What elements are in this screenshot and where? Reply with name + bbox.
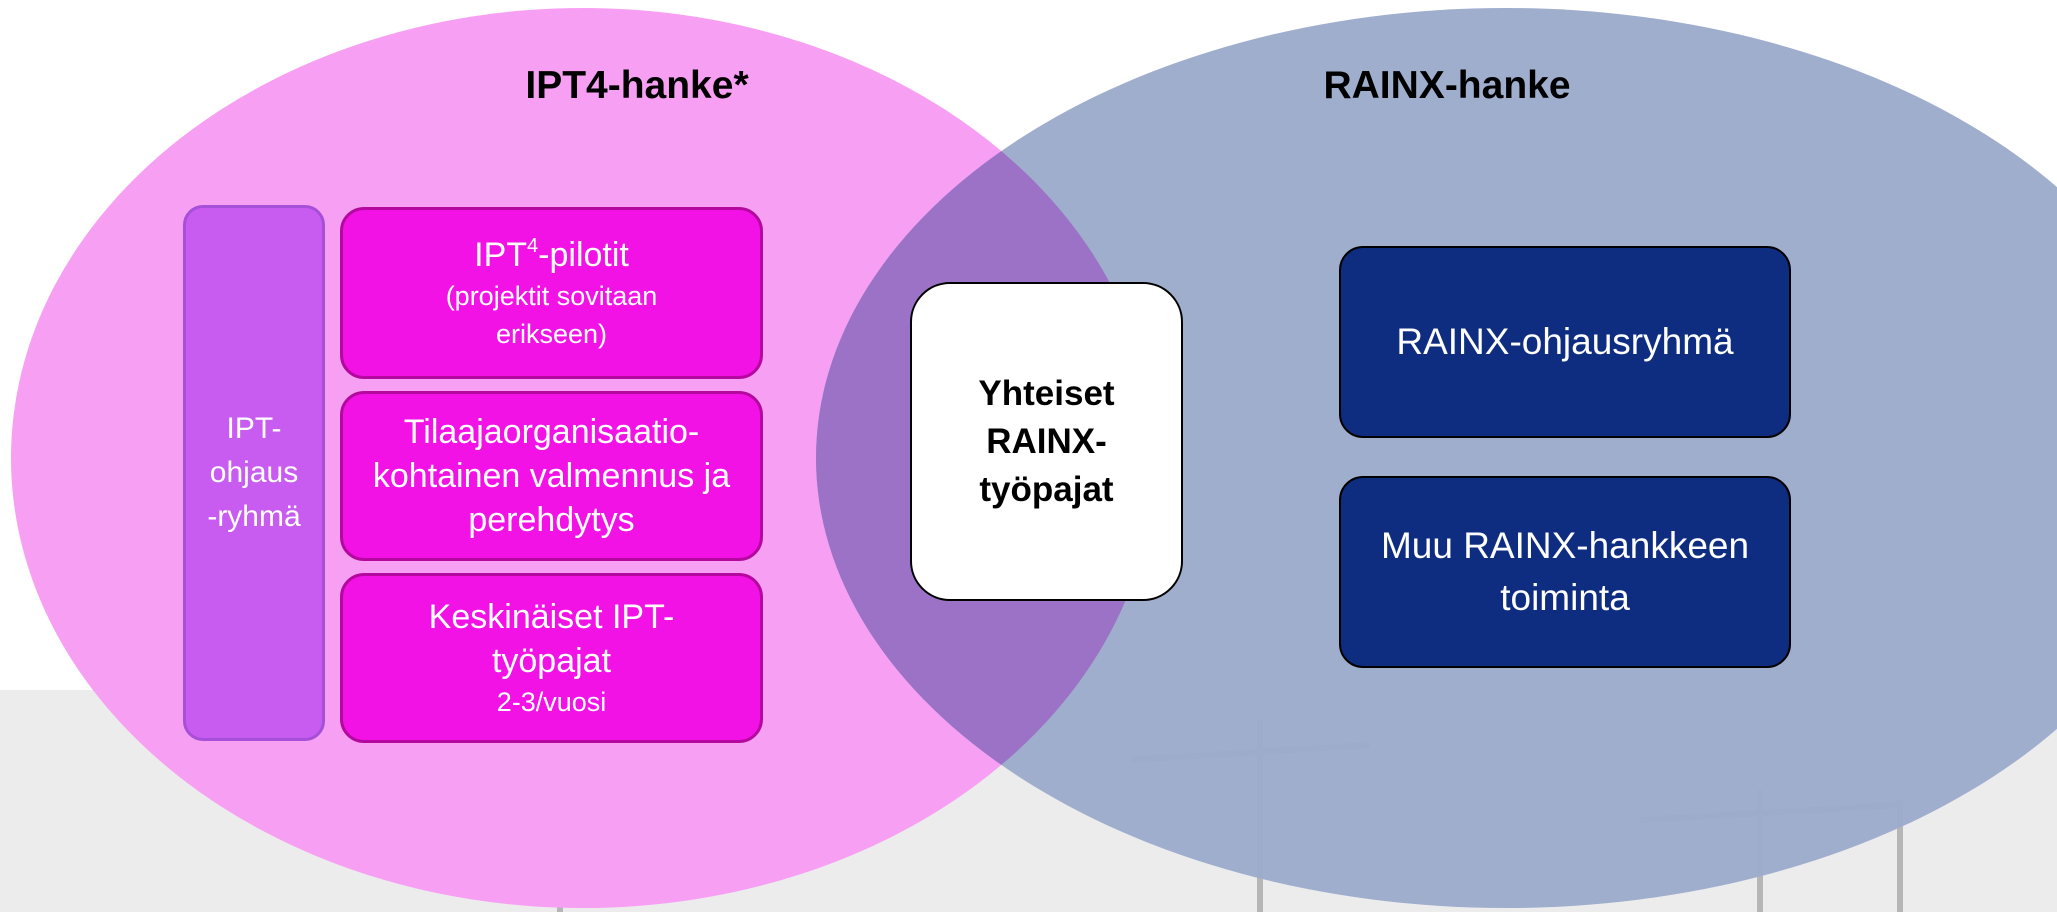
shared-line-3: työpajat bbox=[979, 469, 1114, 509]
steering-line-1: IPT- bbox=[226, 412, 282, 445]
shared-workshops-box: Yhteiset RAINX- työpajat bbox=[910, 282, 1183, 601]
shared-line-2: RAINX- bbox=[986, 421, 1107, 461]
rainx-steering-group-box: RAINX-ohjausryhmä bbox=[1339, 246, 1791, 438]
ipt-workshops-line-1: Keskinäiset IPT- bbox=[428, 598, 675, 636]
steering-line-3: -ryhmä bbox=[207, 500, 301, 533]
rainx-other-line-2: toiminta bbox=[1500, 577, 1630, 618]
right-circle-title: RAINX-hanke bbox=[1323, 64, 1571, 107]
rainx-other-activity-box: Muu RAINX-hankkeen toiminta bbox=[1339, 476, 1791, 668]
ipt-pilots-box: IPT4-pilotit (projektit sovitaan eriksee… bbox=[340, 207, 763, 379]
ipt-pilots-sub-2: erikseen) bbox=[495, 319, 608, 349]
ipt-pilots-title: IPT4-pilotit bbox=[474, 235, 629, 274]
training-line-2: kohtainen valmennus ja bbox=[372, 457, 731, 495]
ipt-workshops-frequency: 2-3/vuosi bbox=[496, 687, 607, 717]
ipt-steering-group-bar: IPT- ohjaus -ryhmä bbox=[183, 205, 325, 741]
shared-line-1: Yhteiset bbox=[978, 373, 1115, 413]
left-circle-title: IPT4-hanke* bbox=[525, 64, 749, 107]
rainx-other-line-1: Muu RAINX-hankkeen bbox=[1380, 525, 1750, 566]
right-circle bbox=[816, 8, 2057, 908]
steering-line-2: ohjaus bbox=[209, 456, 299, 489]
ipt-workshops-box: Keskinäiset IPT- työpajat 2-3/vuosi bbox=[340, 573, 763, 743]
ipt-pilots-sub-1: (projektit sovitaan bbox=[445, 281, 658, 311]
ipt-workshops-line-2: työpajat bbox=[491, 642, 612, 680]
rainx-steering-line-1: RAINX-ohjausryhmä bbox=[1396, 321, 1734, 362]
training-line-1: Tilaajaorganisaatio- bbox=[403, 413, 700, 451]
training-line-3: perehdytys bbox=[468, 501, 635, 539]
training-box: Tilaajaorganisaatio- kohtainen valmennus… bbox=[340, 391, 763, 561]
